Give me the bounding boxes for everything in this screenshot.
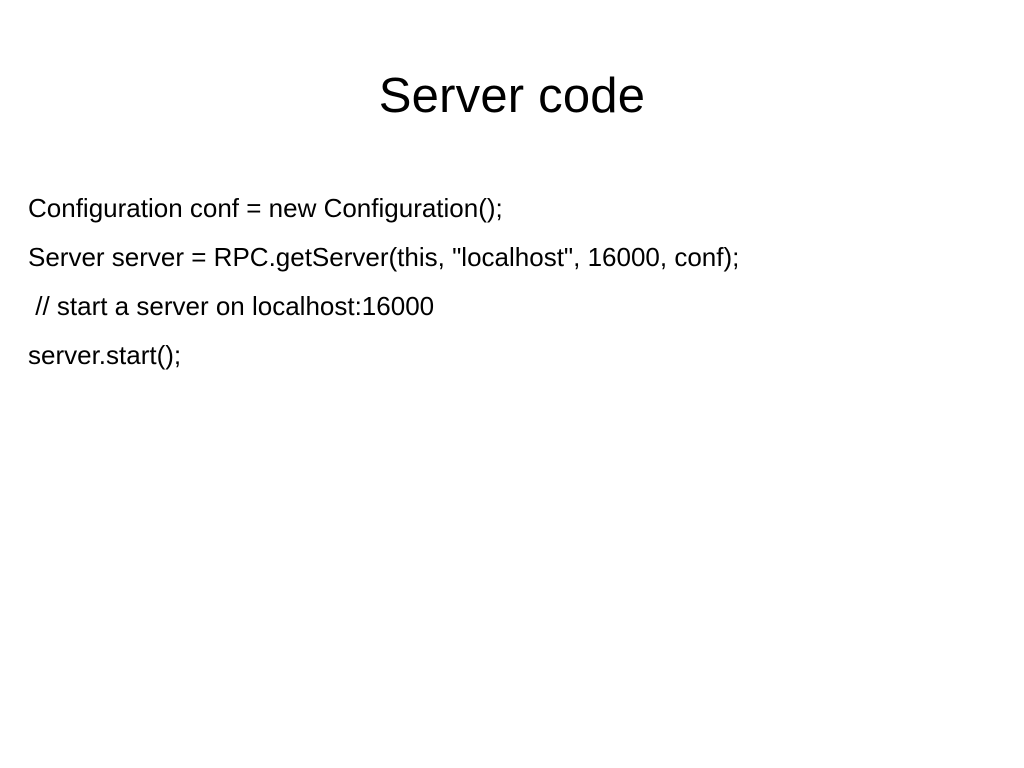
slide-title: Server code [378,69,646,123]
code-line-config: Configuration conf = new Configuration()… [28,193,503,223]
slide-body: Configuration conf = new Configuration()… [28,184,988,380]
code-line-start: server.start(); [28,340,182,370]
code-line-get-server: Server server = RPC.getServer(this, "loc… [28,242,740,272]
code-line-comment: // start a server on localhost:16000 [28,291,435,321]
